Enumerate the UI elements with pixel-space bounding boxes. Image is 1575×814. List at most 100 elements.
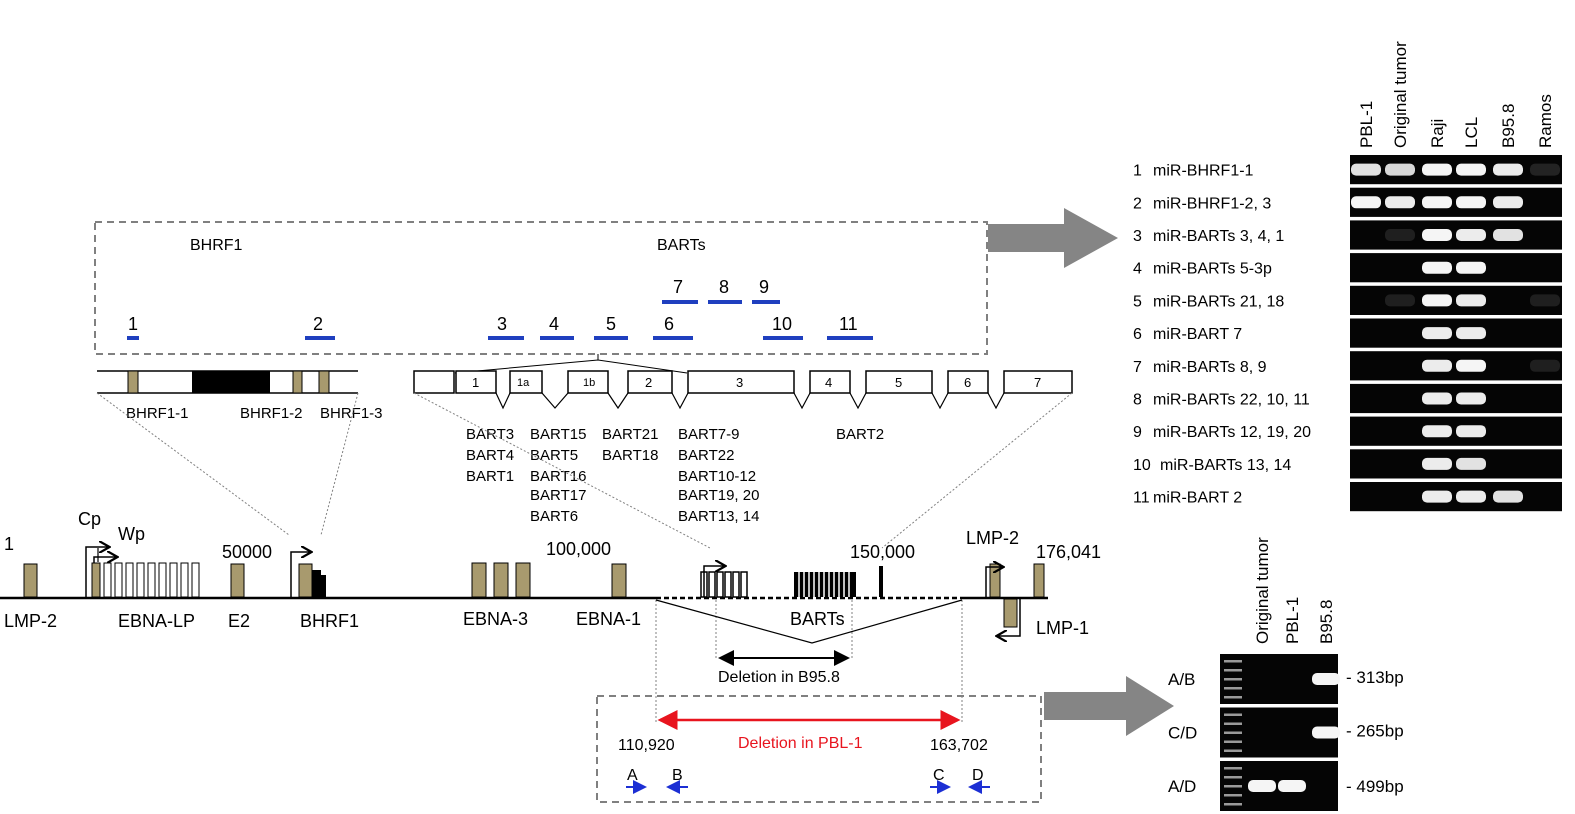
mirna-gel-band bbox=[1351, 196, 1381, 209]
mirna-gel-band bbox=[1385, 196, 1415, 209]
mirna-gel-band bbox=[1385, 294, 1415, 307]
mirna-gel-lane-label: PBL-1 bbox=[1357, 101, 1376, 148]
bart-exon-box bbox=[455, 370, 497, 394]
bart-exon-box bbox=[627, 370, 673, 394]
mirna-number: 11 bbox=[839, 314, 858, 334]
genome-pos-100000: 100,000 bbox=[546, 539, 611, 559]
genome-exon bbox=[1003, 598, 1018, 628]
mirna-gel-band bbox=[1422, 490, 1452, 503]
ebna-lp-exons bbox=[91, 562, 200, 598]
bart-cluster-label: BART21 bbox=[602, 426, 658, 443]
bart-cluster-label: BART4 bbox=[466, 447, 514, 464]
bart-exon-box bbox=[947, 370, 989, 394]
mirna-gel-band bbox=[1493, 196, 1523, 209]
gene-label-ebna1: EBNA-1 bbox=[576, 609, 641, 629]
mirna-gel-band bbox=[1422, 327, 1452, 340]
bart-exon-number: 1 bbox=[472, 375, 479, 390]
mirna-gel-band bbox=[1422, 229, 1452, 241]
pcr-gel-size-label: - 265bp bbox=[1346, 722, 1404, 741]
barts-title: BARTs bbox=[657, 237, 706, 254]
mirna-gel-row-number: 3 bbox=[1133, 228, 1142, 245]
b958-deletion: Deletion in B95.8 bbox=[718, 650, 850, 686]
mirna-number: 1 bbox=[128, 314, 138, 334]
mirna-gel-band bbox=[1456, 327, 1486, 340]
mirna-gel-band bbox=[1422, 392, 1452, 405]
promoter-arrow-bhrf1 bbox=[290, 552, 310, 597]
bart-cluster-label: BART7-9 bbox=[678, 426, 739, 443]
mirna-bar-3 bbox=[488, 336, 524, 340]
mirna-gel-lane-label: LCL bbox=[1462, 117, 1481, 148]
bart-exon-number: 1b bbox=[583, 377, 595, 389]
mirna-gel-band bbox=[1456, 457, 1486, 470]
bart-splice-line bbox=[655, 599, 963, 644]
mirna-gel-band bbox=[1422, 163, 1452, 176]
mirna-bar-9 bbox=[752, 300, 780, 304]
pcr-gel-row-label: A/B bbox=[1168, 670, 1195, 689]
bart-cluster-label: BART13, 14 bbox=[678, 508, 759, 525]
b958-deletion-label: Deletion in B95.8 bbox=[718, 669, 840, 686]
gene-label-barts: BARTs bbox=[790, 609, 845, 629]
mirna-gel-row-number: 1 bbox=[1133, 163, 1142, 180]
bart-genome-exons bbox=[700, 571, 748, 598]
mirna-number-group: 1 2 3 4 5 6 7 8 9 10 11 bbox=[128, 277, 858, 334]
genome-exon bbox=[879, 566, 883, 597]
bhrf1-mirna-box-1 bbox=[127, 370, 139, 394]
bart-exon-box bbox=[687, 370, 795, 394]
mirna-gel-band bbox=[1456, 392, 1486, 405]
bart-cluster-label: BART17 bbox=[530, 487, 586, 504]
mirna-gel-band bbox=[1456, 163, 1486, 176]
gene-label-lmp2-left: LMP-2 bbox=[4, 611, 57, 631]
mirna-gel-band bbox=[1422, 457, 1452, 470]
mirna-number: 8 bbox=[719, 277, 729, 297]
mirna-gel-row-label: miR-BART 7 bbox=[1153, 326, 1242, 343]
bhrf1-exon-dark bbox=[192, 371, 270, 393]
primer-label: B bbox=[672, 767, 683, 784]
mirna-gel-lane-label: Original tumor bbox=[1391, 41, 1410, 148]
pcr-gel-ladder-band bbox=[1224, 749, 1242, 752]
bart-cluster-label: BART6 bbox=[530, 508, 578, 525]
pcr-gel-ladder-band bbox=[1224, 740, 1242, 743]
pcr-gel-band bbox=[1312, 673, 1340, 685]
mirna-gel-row-label: miR-BART 2 bbox=[1153, 490, 1242, 507]
mirna-bar-7 bbox=[662, 300, 698, 304]
gene-label-ebna3: EBNA-3 bbox=[463, 609, 528, 629]
promoter-wp-label: Wp bbox=[118, 524, 145, 544]
bhrf1-mirna-box-3 bbox=[318, 370, 330, 394]
genome-exon bbox=[493, 562, 509, 598]
mirna-gel-row-number: 6 bbox=[1133, 326, 1142, 343]
pbl-deletion-label: Deletion in PBL-1 bbox=[738, 735, 863, 752]
bhrf1-title: BHRF1 bbox=[190, 237, 243, 254]
mirna-zoom-box: BHRF1 BARTs 1 2 3 4 5 6 7 8 9 10 bbox=[94, 221, 988, 355]
primer-label: C bbox=[933, 767, 945, 784]
pcr-gel-band bbox=[1312, 726, 1340, 739]
mirna-number: 6 bbox=[664, 314, 674, 334]
bart-exon-number: 2 bbox=[645, 375, 652, 390]
bart-cluster-label: BART16 bbox=[530, 468, 586, 485]
genome-exon bbox=[1033, 563, 1045, 598]
bart-exon-structure: 1 1a 1b 2 3 4 5 6 7 bbox=[413, 354, 1073, 410]
pcr-gel-size-label: - 499bp bbox=[1346, 777, 1404, 796]
mirna-gel-band bbox=[1456, 229, 1486, 241]
genome-exon bbox=[471, 562, 487, 598]
mirna-gel-band bbox=[1456, 294, 1486, 307]
mirna-gel-row-label: miR-BARTs 8, 9 bbox=[1153, 359, 1267, 376]
mirna-bar-6 bbox=[653, 336, 693, 340]
mirna-bar-10 bbox=[763, 336, 803, 340]
pcr-gel-lane-label: B95.8 bbox=[1317, 600, 1336, 644]
bart-exon-number: 6 bbox=[964, 375, 971, 390]
mirna-gel-band bbox=[1530, 163, 1560, 176]
mirna-gel-row-number: 9 bbox=[1133, 424, 1142, 441]
genome-exon bbox=[230, 563, 245, 598]
bart-cluster-label: BART3 bbox=[466, 426, 514, 443]
pbl-pos-left: 110,920 bbox=[618, 737, 675, 754]
mirna-gel-lane-label: Raji bbox=[1428, 119, 1447, 148]
mirna-gel-band bbox=[1456, 261, 1486, 274]
mirna-number: 5 bbox=[606, 314, 616, 334]
pcr-gel-row-label: A/D bbox=[1168, 777, 1196, 796]
pcr-gel-ladder-band bbox=[1224, 713, 1242, 716]
bart-exon-number: 1a bbox=[517, 377, 530, 389]
mirna-gel-band bbox=[1351, 163, 1381, 176]
mirna-bar-8 bbox=[708, 300, 742, 304]
mirna-gel-band bbox=[1456, 425, 1486, 438]
